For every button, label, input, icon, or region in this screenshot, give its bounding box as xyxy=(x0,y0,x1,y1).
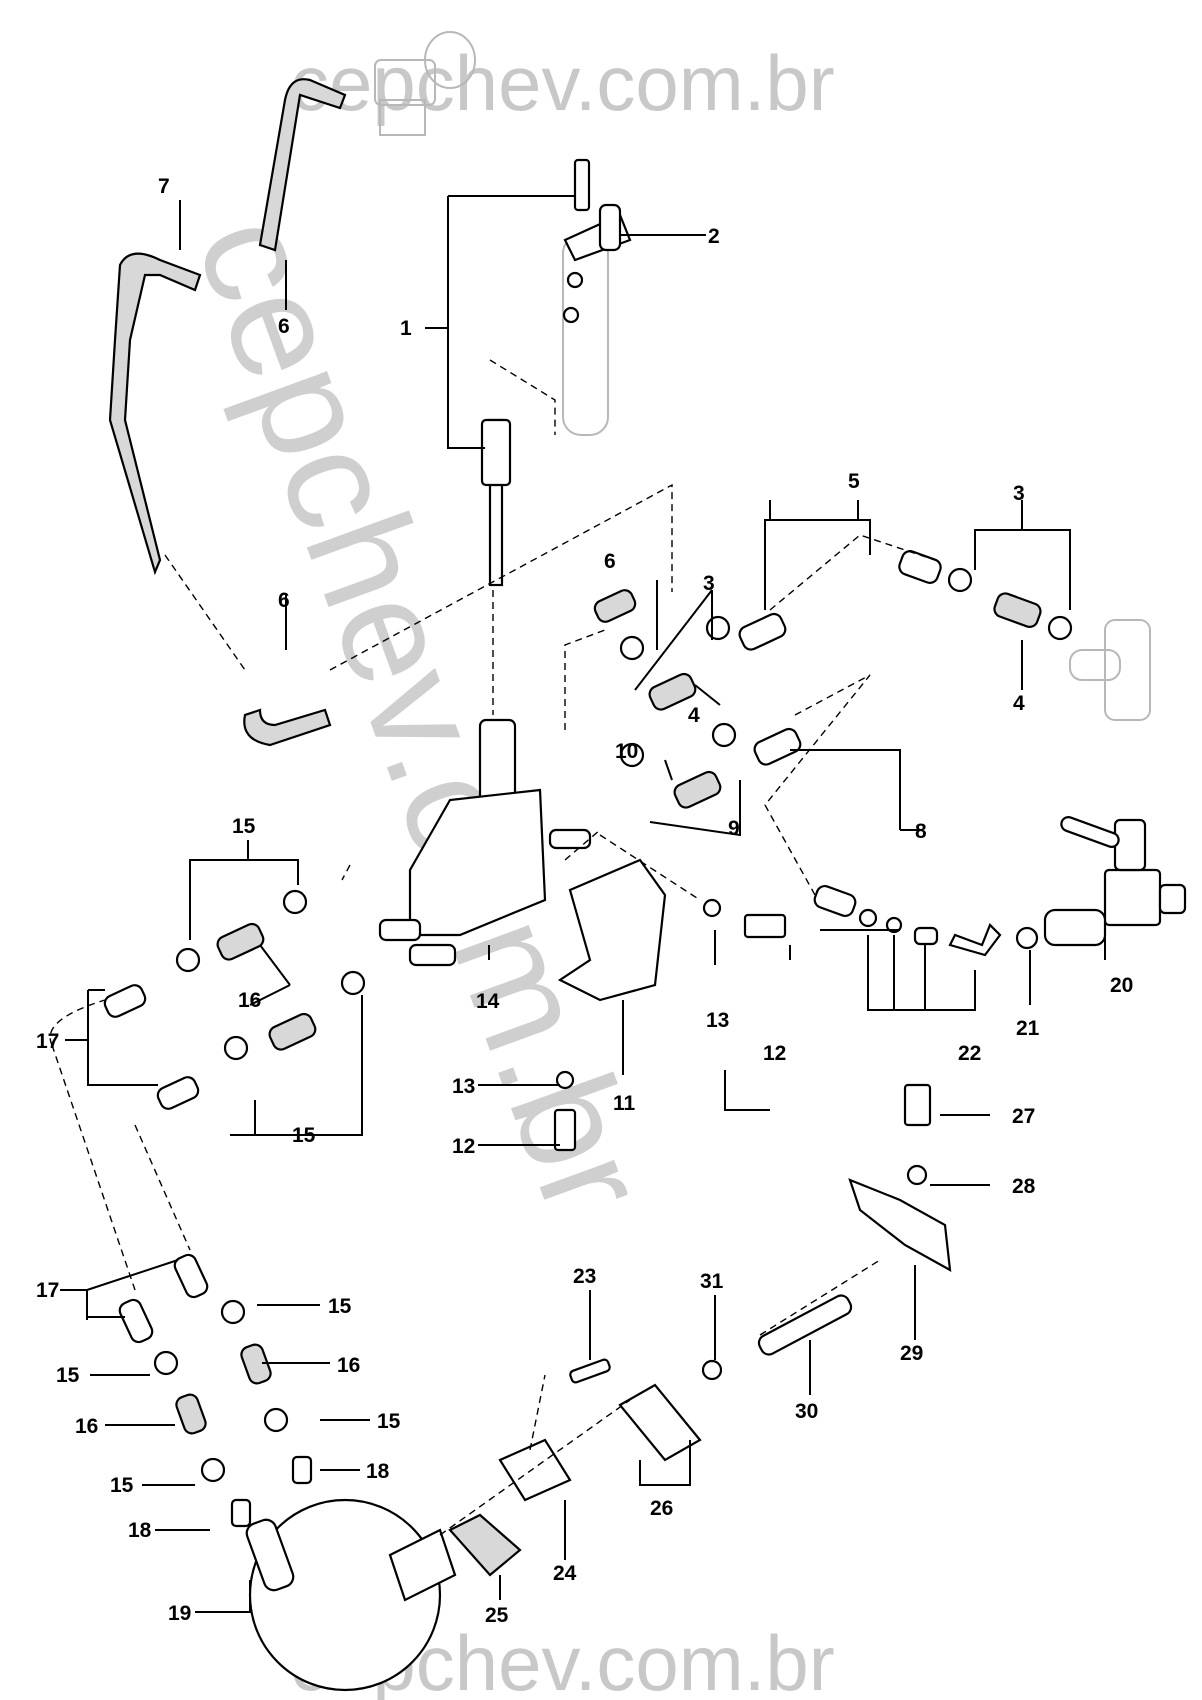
callout-26: 26 xyxy=(650,1497,673,1520)
callout-11: 11 xyxy=(613,1092,636,1115)
callout-15: 15 xyxy=(292,1124,316,1147)
hose-6-lower xyxy=(243,708,332,747)
ghost-valve-top xyxy=(374,31,476,136)
callout-12: 12 xyxy=(763,1042,786,1065)
fitting-22c xyxy=(913,926,939,946)
callout-16: 16 xyxy=(238,989,261,1012)
valve-body-14 xyxy=(378,718,592,967)
callout-17: 17 xyxy=(36,1279,59,1302)
hose-clamps xyxy=(153,567,1073,1483)
watermark-diagonal: cepchev.com.br xyxy=(165,193,681,1235)
callout-20: 20 xyxy=(1110,974,1133,997)
callout-30: 30 xyxy=(795,1400,818,1423)
stud-23 xyxy=(569,1358,611,1384)
callout-8: 8 xyxy=(915,820,927,843)
callout-labels: 7 6 1 2 5 3 4 6 3 6 4 10 8 9 15 20 14 13… xyxy=(36,175,1133,1627)
callout-23: 23 xyxy=(573,1265,596,1288)
callout-15: 15 xyxy=(110,1474,134,1497)
callout-19: 19 xyxy=(168,1602,191,1625)
hose-6-top xyxy=(258,78,347,252)
callout-15: 15 xyxy=(56,1364,80,1387)
gasket-25 xyxy=(448,1513,522,1577)
callout-6: 6 xyxy=(278,589,290,612)
callout-9: 9 xyxy=(728,817,740,840)
valve-assembly-1 xyxy=(480,158,632,587)
washer-13b xyxy=(555,1070,575,1090)
callout-3: 3 xyxy=(703,572,715,595)
gasket-26 xyxy=(618,1383,702,1462)
callout-16: 16 xyxy=(75,1415,98,1438)
callout-18: 18 xyxy=(128,1519,152,1542)
callout-17: 17 xyxy=(36,1030,59,1053)
fitting-21 xyxy=(1015,926,1039,950)
callout-31: 31 xyxy=(700,1270,724,1293)
callout-6: 6 xyxy=(604,550,616,573)
callout-10: 10 xyxy=(615,740,638,763)
ghost-fitting-right xyxy=(1069,619,1151,721)
callout-25: 25 xyxy=(485,1604,509,1627)
callout-15: 15 xyxy=(377,1410,401,1433)
ghost-pipe xyxy=(562,234,609,436)
hose-7 xyxy=(108,252,202,576)
fitting-22a xyxy=(858,908,878,928)
washer-31 xyxy=(701,1359,723,1381)
callout-27: 27 xyxy=(1012,1105,1035,1128)
watermark-top: cepchev.com.br xyxy=(290,39,835,127)
callout-2: 2 xyxy=(708,225,720,248)
elbow-22d xyxy=(948,923,1002,957)
flange-24 xyxy=(498,1438,572,1502)
callout-16: 16 xyxy=(337,1354,360,1377)
callout-29: 29 xyxy=(900,1342,923,1365)
callout-1: 1 xyxy=(400,317,412,340)
bolt-12a xyxy=(743,913,787,939)
callout-15: 15 xyxy=(328,1295,352,1318)
callout-3: 3 xyxy=(1013,482,1025,505)
callout-5: 5 xyxy=(848,470,860,493)
bolt-12b xyxy=(553,1108,577,1152)
callout-6: 6 xyxy=(278,315,290,338)
pushrod-30 xyxy=(757,1294,853,1356)
washer-13a xyxy=(702,898,722,918)
washer-22b xyxy=(885,916,903,934)
callout-21: 21 xyxy=(1016,1017,1040,1040)
callout-4: 4 xyxy=(688,704,700,727)
nut-28 xyxy=(906,1164,928,1186)
callout-15: 15 xyxy=(232,815,256,838)
callout-22: 22 xyxy=(958,1042,981,1065)
callout-13: 13 xyxy=(706,1009,729,1032)
tee-valve-20 xyxy=(1043,816,1187,947)
callout-24: 24 xyxy=(553,1562,577,1585)
callout-12: 12 xyxy=(452,1135,475,1158)
callout-4: 4 xyxy=(1013,692,1025,715)
fitting-18a xyxy=(291,1455,313,1485)
fork-29 xyxy=(848,1178,952,1272)
callout-7: 7 xyxy=(158,175,170,198)
bolt-27 xyxy=(903,1083,932,1127)
dashed-guides xyxy=(49,359,936,1536)
callout-18: 18 xyxy=(366,1460,390,1483)
leader-lines xyxy=(60,195,1106,1613)
hose-segments xyxy=(103,550,1042,1435)
callout-14: 14 xyxy=(476,990,500,1013)
callout-28: 28 xyxy=(1012,1175,1036,1198)
fitting-18b xyxy=(230,1498,252,1528)
bracket-11 xyxy=(557,858,667,1002)
callout-13: 13 xyxy=(452,1075,475,1098)
